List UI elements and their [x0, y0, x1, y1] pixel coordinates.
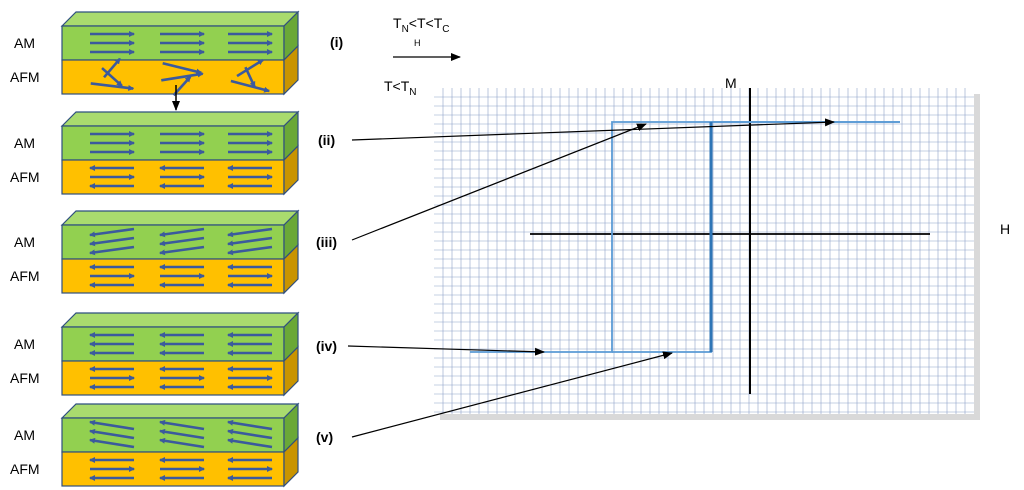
spin-arrow	[161, 71, 204, 82]
pointer-v	[351, 351, 673, 438]
afm-side-face	[283, 144, 299, 196]
stack-top-face	[60, 312, 300, 328]
afm-side-face	[283, 436, 299, 488]
layer-stack: AM AFM	[10, 209, 300, 295]
label-i: (i)	[330, 34, 343, 50]
stack-top-face	[60, 111, 300, 127]
am-label: AM	[14, 234, 35, 250]
am-label: AM	[14, 336, 35, 352]
afm-label: AFM	[10, 370, 40, 386]
h-axis-label: H	[1000, 221, 1010, 237]
afm-label: AFM	[10, 461, 40, 477]
field-direction-label: H	[414, 38, 421, 48]
label-ii: (ii)	[318, 132, 335, 148]
condition-below-neel: T<TN	[384, 78, 417, 98]
spin-arrow	[227, 419, 273, 431]
spin-arrow	[159, 437, 205, 449]
layer-stack: AM AFM	[10, 402, 300, 488]
layer-stack: AM AFM	[10, 110, 300, 196]
spin-arrow	[89, 419, 135, 431]
am-label: AM	[14, 35, 35, 51]
pointer-iii	[351, 123, 647, 241]
afm-label: AFM	[10, 69, 40, 85]
spin-arrow	[89, 236, 135, 247]
spin-arrow	[89, 245, 135, 256]
spin-arrow	[101, 67, 123, 87]
spin-arrow	[227, 245, 273, 256]
spin-arrow	[159, 245, 205, 256]
layer-stacks: AM AFM AM AFM AM AFM AM AFM AM AFM	[10, 10, 300, 488]
pointer-ii	[351, 118, 835, 141]
spin-arrow	[244, 66, 256, 88]
stack-top-face	[60, 210, 300, 226]
spin-arrow	[227, 236, 273, 247]
pointer-iv	[347, 345, 545, 356]
spin-arrow	[236, 58, 264, 78]
spin-arrow	[159, 419, 205, 431]
spin-arrow	[89, 428, 135, 440]
layer-stack: AM AFM	[10, 311, 300, 397]
spin-arrow	[103, 57, 121, 79]
label-v: (v)	[316, 429, 333, 445]
spin-arrow	[89, 437, 135, 449]
afm-side-face	[283, 243, 299, 295]
afm-label: AFM	[10, 169, 40, 185]
label-iii: (iii)	[316, 234, 337, 250]
plot-grid	[434, 88, 974, 414]
am-label: AM	[14, 427, 35, 443]
condition-temperature-range: TN<T<TC	[393, 15, 450, 35]
afm-side-face	[283, 44, 299, 96]
stack-top-face	[60, 11, 300, 27]
spin-arrow	[89, 227, 135, 238]
spin-arrow	[227, 428, 273, 440]
stack-top-face	[60, 403, 300, 419]
spin-arrow	[159, 236, 205, 247]
spin-arrow	[159, 227, 205, 238]
label-iv: (iv)	[316, 338, 337, 354]
spin-arrow	[162, 61, 203, 75]
afm-label: AFM	[10, 268, 40, 284]
am-label: AM	[14, 135, 35, 151]
spin-arrow	[159, 428, 205, 440]
m-axis-label: M	[725, 75, 737, 91]
spin-arrow	[227, 437, 273, 449]
hysteresis-plot: M H	[434, 75, 1010, 420]
spin-arrow	[90, 82, 135, 91]
spin-arrow	[230, 79, 271, 93]
layer-stack: AM AFM	[10, 10, 300, 97]
spin-arrow	[227, 227, 273, 238]
afm-side-face	[283, 345, 299, 397]
